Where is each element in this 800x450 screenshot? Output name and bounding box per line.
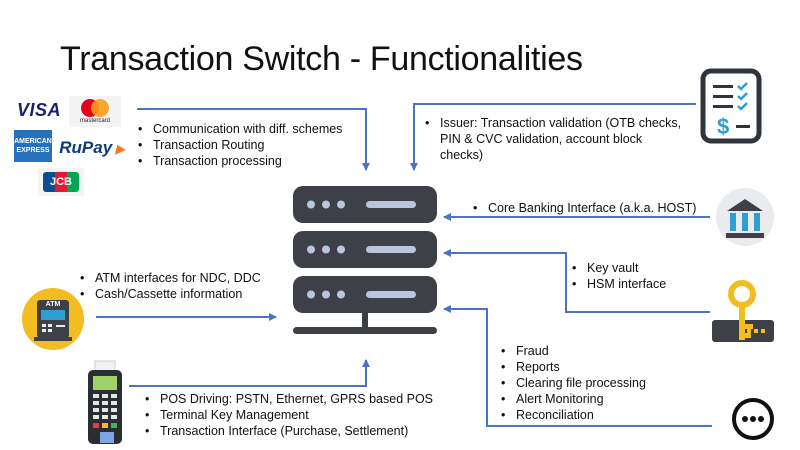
server-stack-icon [293, 186, 437, 334]
mastercard-logo: mastercard [69, 96, 121, 127]
arrow-issuer [410, 103, 696, 171]
atm-icon: ATM [22, 288, 84, 350]
atm-screen-label: ATM [45, 301, 61, 308]
list-item: Core Banking Interface (a.k.a. HOST) [471, 200, 696, 216]
list-item: Transaction processing [136, 153, 342, 169]
list-item: Transaction Interface (Purchase, Settlem… [143, 423, 433, 439]
list-item: POS Driving: PSTN, Ethernet, GPRS based … [143, 391, 433, 407]
list-item: Terminal Key Management [143, 407, 433, 423]
list-item: Reports [499, 359, 646, 375]
visa-logo: VISA [16, 100, 61, 120]
list-item: Reconciliation [499, 407, 646, 423]
amex-line2: EXPRESS [16, 147, 50, 154]
list-item: Issuer: Transaction validation (OTB chec… [423, 115, 685, 163]
other-functions-list: Fraud Reports Clearing file processing A… [499, 343, 646, 423]
arrow-hsm [443, 249, 710, 313]
list-item: Cash/Cassette information [78, 286, 261, 302]
arrow-pos [129, 359, 370, 387]
amex-line1: AMERICAN [14, 138, 52, 145]
issuer-list: Issuer: Transaction validation (OTB chec… [423, 115, 685, 163]
list-item: Alert Monitoring [499, 391, 646, 407]
atm-list: ATM interfaces for NDC, DDC Cash/Cassett… [78, 270, 261, 302]
rupay-arrow-icon: ▶ [112, 142, 125, 156]
checklist-icon: $ [700, 68, 762, 144]
list-item: Communication with diff. schemes [136, 121, 342, 137]
list-item: Transaction Routing [136, 137, 342, 153]
mastercard-wordmark: mastercard [79, 118, 110, 124]
page-title: Transaction Switch - Functionalities [60, 40, 583, 78]
list-item: HSM interface [570, 276, 666, 292]
pos-terminal-icon [88, 360, 122, 444]
key-vault-icon [712, 280, 774, 342]
jcb-wordmark: JCB [43, 172, 79, 192]
jcb-logo: JCB [38, 168, 84, 196]
list-item: Clearing file processing [499, 375, 646, 391]
atm-machine-icon [34, 300, 72, 341]
pos-list: POS Driving: PSTN, Ethernet, GPRS based … [143, 391, 433, 439]
mastercard-circles-icon [81, 99, 109, 117]
list-item: Key vault [570, 260, 666, 276]
list-item: ATM interfaces for NDC, DDC [78, 270, 261, 286]
more-icon [732, 398, 774, 440]
arrow-schemes [137, 108, 370, 171]
bank-icon [716, 188, 774, 246]
list-item: Fraud [499, 343, 646, 359]
core-banking-list: Core Banking Interface (a.k.a. HOST) [471, 200, 696, 216]
rupay-wordmark: RuPay [59, 138, 113, 157]
hsm-list: Key vault HSM interface [570, 260, 666, 292]
svg-text:$: $ [717, 114, 729, 139]
rupay-logo: RuPay ▶ [57, 137, 127, 159]
arrow-other [443, 305, 712, 427]
amex-logo: AMERICAN EXPRESS [14, 130, 52, 162]
schemes-list: Communication with diff. schemes Transac… [136, 121, 342, 169]
